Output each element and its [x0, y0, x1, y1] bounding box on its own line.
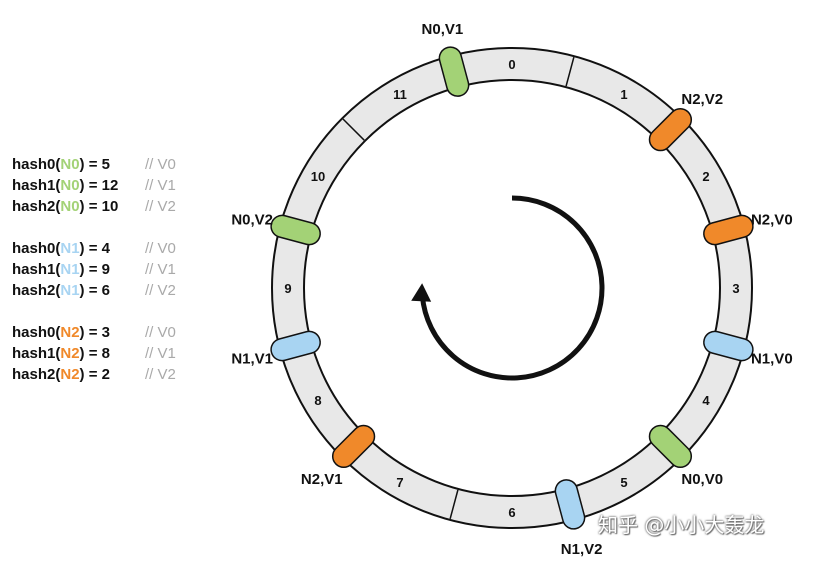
legend-node-name: N1: [60, 261, 80, 278]
node-label: N2,V2: [681, 91, 723, 108]
node-label: N1,V1: [231, 351, 273, 368]
segment-label-6: 6: [508, 505, 515, 520]
segment-label-9: 9: [284, 281, 291, 296]
node-label: N0,V2: [231, 211, 273, 228]
legend-node-name: N2: [60, 366, 80, 383]
legend-comment: // V2: [145, 366, 176, 383]
legend-comment: // V1: [145, 345, 176, 362]
segment-label-5: 5: [620, 475, 627, 490]
legend-row: hash1(N0) = 12// V1: [12, 177, 176, 194]
legend-node-name: N0: [60, 177, 80, 194]
legend-row: hash1(N1) = 9// V1: [12, 261, 176, 278]
node-marker-n1-v1: [270, 330, 321, 362]
node-label: N0,V1: [422, 21, 464, 38]
legend-row: hash1(N2) = 8// V1: [12, 345, 176, 362]
node-label: N1,V2: [561, 541, 603, 558]
segment-label-2: 2: [702, 169, 709, 184]
legend-comment: // V2: [145, 198, 176, 215]
segment-divider: [449, 489, 459, 520]
legend-row: hash2(N0) = 10// V2: [12, 198, 176, 215]
clockwise-arrow: [411, 195, 605, 381]
node-label: N1,V0: [751, 351, 793, 368]
legend-comment: // V1: [145, 177, 176, 194]
legend-comment: // V0: [145, 156, 176, 173]
node-marker-n1-v0: [703, 330, 754, 362]
node-label: N0,V0: [681, 471, 723, 488]
hash-legend: hash0(N0) = 5// V0 hash1(N0) = 12// V1 has…: [12, 154, 176, 385]
legend-node-name: N1: [60, 282, 80, 299]
arrow-arc: [419, 195, 605, 381]
segment-label-1: 1: [620, 87, 627, 102]
segment-label-7: 7: [396, 475, 403, 490]
node-marker-n2-v2: [648, 107, 693, 152]
node-marker-n2-v0: [703, 214, 754, 246]
ring-segment-labels: 0 1 2 3 4 5 6 7 8 9 10 11: [284, 57, 739, 520]
legend-node-name: N1: [60, 240, 80, 257]
arrow-head: [411, 283, 432, 302]
legend-comment: // V1: [145, 261, 176, 278]
node-marker-n0-v0: [648, 424, 693, 469]
legend-row: hash0(N1) = 4// V0: [12, 240, 176, 257]
legend-node-name: N2: [60, 324, 80, 341]
legend-node-name: N2: [60, 345, 80, 362]
segment-label-8: 8: [314, 393, 321, 408]
legend-node-name: N0: [60, 156, 80, 173]
node-marker-n1-v2: [554, 479, 586, 530]
legend-comment: // V2: [145, 282, 176, 299]
legend-node-name: N0: [60, 198, 80, 215]
node-label: N2,V0: [751, 211, 793, 228]
segment-label-11: 11: [393, 87, 407, 102]
segment-label-0: 0: [508, 57, 515, 72]
segment-label-10: 10: [311, 169, 325, 184]
watermark: 知乎 @小小大轰龙: [598, 513, 765, 537]
ring-band: [273, 49, 751, 527]
legend-comment: // V0: [145, 324, 176, 341]
legend-row: hash2(N2) = 2// V2: [12, 366, 176, 383]
node-marker-n0-v2: [270, 214, 321, 246]
legend-row: hash2(N1) = 6// V2: [12, 282, 176, 299]
legend-row: hash0(N2) = 3// V0: [12, 324, 176, 341]
legend-row: hash0(N0) = 5// V0: [12, 156, 176, 173]
node-marker-n0-v1: [438, 46, 470, 97]
segment-label-3: 3: [732, 281, 739, 296]
segment-divider: [342, 118, 365, 141]
legend-comment: // V0: [145, 240, 176, 257]
node-label: N2,V1: [301, 471, 343, 488]
segment-divider: [565, 56, 575, 87]
segment-label-4: 4: [702, 393, 710, 408]
node-marker-n2-v1: [331, 424, 376, 469]
